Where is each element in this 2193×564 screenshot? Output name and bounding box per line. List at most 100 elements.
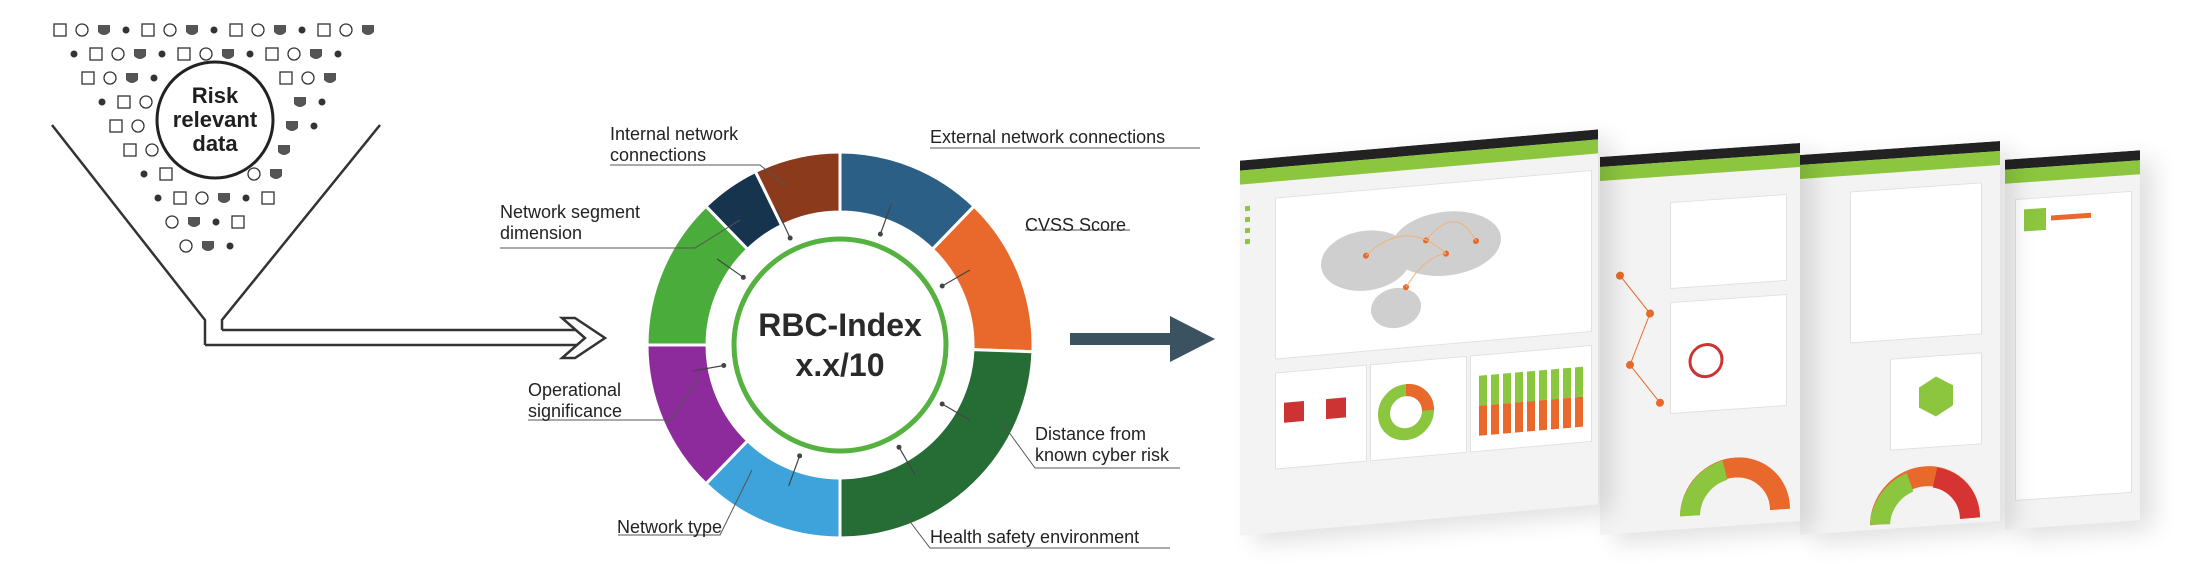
nc-icon — [123, 143, 137, 157]
ring-pointer-tip — [877, 231, 883, 237]
shield-icon — [134, 49, 146, 59]
bug-icon — [318, 98, 326, 106]
bug-icon — [150, 74, 158, 82]
funnel-label-line-1: Risk — [191, 83, 239, 108]
bug-icon — [210, 26, 218, 34]
bar-green — [1503, 372, 1511, 404]
nc-icon — [317, 23, 331, 37]
shield-icon — [274, 25, 286, 35]
document-icon — [75, 23, 89, 37]
ring-pointer — [716, 258, 744, 278]
document-icon — [165, 215, 179, 229]
ring-segment-internal — [753, 150, 842, 228]
chart-icon — [261, 191, 275, 205]
score-cards — [1275, 364, 1367, 470]
bar-orange — [1479, 405, 1487, 436]
bar-orange — [1575, 396, 1583, 428]
bug-icon — [70, 50, 78, 58]
bar-green — [1575, 366, 1583, 398]
bug-icon — [246, 50, 254, 58]
chart-icon — [159, 167, 173, 181]
bar-orange — [1491, 404, 1499, 435]
bar-orange — [1527, 400, 1535, 432]
bar-orange — [1515, 401, 1523, 433]
ot-icon — [195, 191, 209, 205]
bar-green — [1539, 369, 1547, 401]
label-external-network: External network connections — [930, 127, 1165, 148]
world-map-panel — [1275, 169, 1592, 360]
chart-icon — [279, 71, 293, 85]
ring-pointer — [879, 203, 892, 235]
bar-orange — [1551, 398, 1559, 430]
dashboard-screen-4 — [2005, 150, 2140, 530]
bar-chart-panel — [1470, 344, 1592, 453]
bug-icon — [226, 242, 234, 250]
donut-chart — [1680, 457, 1790, 517]
bar-orange — [1563, 397, 1571, 429]
network-icon — [154, 194, 162, 202]
shield-icon — [324, 73, 336, 83]
ot-icon — [139, 95, 153, 109]
side-nav[interactable] — [1245, 198, 1270, 310]
funnel-label-line-3: data — [192, 131, 238, 156]
ot-icon — [145, 143, 159, 157]
gauge-chart — [1870, 466, 1980, 526]
ot-icon — [163, 23, 177, 37]
label-network-segment: Network segment dimension — [500, 202, 640, 244]
it-icon — [218, 193, 230, 203]
label-distance-line-2: known cyber risk — [1035, 445, 1170, 465]
bar-green — [1563, 367, 1571, 399]
network-icon — [98, 98, 106, 106]
right-arrow-icon — [1070, 316, 1215, 362]
ring-pointer — [941, 403, 971, 421]
network-icon — [158, 50, 166, 58]
document-icon — [131, 119, 145, 133]
hexagon-card — [1890, 352, 1982, 451]
nc-icon — [173, 191, 187, 205]
inner-ring — [731, 236, 949, 454]
donut-panel — [1370, 355, 1467, 462]
hollow-arrow-icon — [558, 316, 608, 360]
bug-icon — [140, 170, 148, 178]
chart-icon — [109, 119, 123, 133]
network-icon — [310, 122, 318, 130]
label-external-line-1: External network connections — [930, 127, 1166, 147]
ring-pointer — [692, 364, 724, 372]
nc-icon — [117, 95, 131, 109]
chart-icon — [53, 23, 67, 37]
it-icon — [126, 73, 138, 83]
bar-green — [1527, 370, 1535, 402]
funnel-graphic — [51, 23, 608, 360]
rbc-index-value: x.x/10 — [795, 347, 885, 383]
label-internal-network: Internal network connections — [610, 124, 738, 166]
shield-icon — [310, 49, 322, 59]
label-network-type: Network type — [617, 517, 722, 538]
network-icon — [122, 26, 130, 34]
ring-pointer — [941, 269, 971, 287]
nc-icon — [141, 23, 155, 37]
label-internal-line-1: Internal network — [610, 124, 739, 144]
dashboard-screen-2 — [1600, 143, 1800, 535]
label-distance-line-1: Distance from — [1035, 424, 1147, 444]
label-operational-line-1: Operational — [528, 380, 622, 400]
risk-circle — [155, 60, 275, 180]
ring-pointer — [898, 446, 916, 476]
label-internal-line-2: connections — [610, 145, 707, 165]
ot-icon — [179, 239, 193, 253]
ring-pointer — [788, 455, 801, 487]
dashboard-screen-main — [1240, 129, 1598, 536]
it-icon — [186, 25, 198, 35]
chart-icon — [89, 47, 103, 61]
ring-pointer-tip — [797, 453, 803, 459]
ring-pointer-tip — [721, 362, 727, 368]
label-cvss-score: CVSS Score — [1025, 215, 1126, 236]
funnel-label-line-2: relevant — [172, 107, 258, 132]
asset-card — [1670, 193, 1787, 290]
ring-pointer-tip — [787, 235, 793, 241]
ring-pointer-tip — [939, 401, 945, 407]
chart-icon — [265, 47, 279, 61]
shield-icon — [270, 169, 282, 179]
it-icon — [362, 25, 374, 35]
chart-icon — [229, 23, 243, 37]
